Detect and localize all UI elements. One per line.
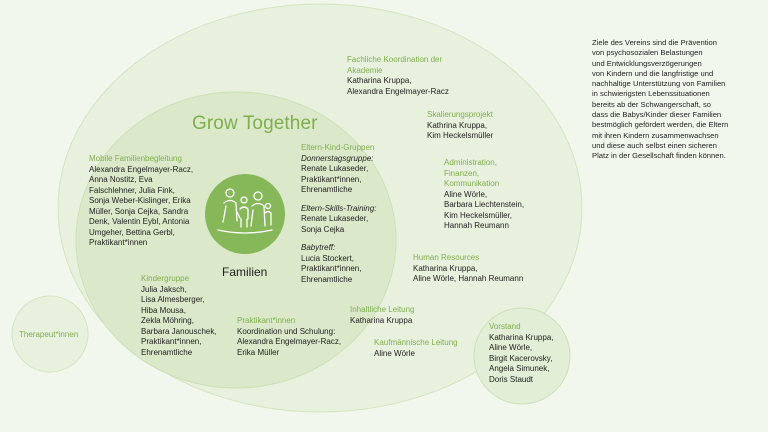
eltern-group3-title: Babytreff: [301, 243, 336, 252]
administration-names: Aline Wörle, Barbara Liechtenstein, Kim … [444, 189, 525, 231]
eltern-block: Eltern-Kind-Gruppen Donnerstagsgruppe: R… [301, 143, 376, 285]
kaufm-block: Kaufmännische Leitung Aline Wörle [374, 338, 458, 359]
eltern-heading: Eltern-Kind-Gruppen [301, 143, 375, 152]
vorstand-heading: Vorstand [489, 322, 521, 331]
vorstand-block: Vorstand Katharina Kruppa, Aline Wörle, … [489, 322, 554, 385]
eltern-group1-title: Donnerstagsgruppe: [301, 153, 374, 163]
inhaltlich-heading: Inhaltliche Leitung [350, 305, 415, 314]
inhaltlich-block: Inhaltliche Leitung Katharina Kruppa [350, 305, 415, 326]
vorstand-circle [473, 307, 571, 405]
skalierung-block: Skalierungsprojekt Kathrina Kruppa, Kim … [427, 110, 493, 142]
mobile-heading: Mobile Familienbegleitung [89, 154, 182, 163]
hr-block: Human Resources Katharina Kruppa, Aline … [413, 253, 523, 285]
hr-heading: Human Resources [413, 253, 480, 262]
praktikant-names: Koordination und Schulung: Alexandra Eng… [237, 326, 342, 357]
intro-text: Ziele des Vereins sind die Prävention vo… [592, 38, 729, 161]
eltern-group2-names: Renate Lukaseder, Sonja Cejka [301, 214, 369, 234]
therapeut-circle [11, 295, 89, 373]
akademie-block: Fachliche Koordination der Akademie Kath… [347, 55, 449, 97]
kaufm-heading: Kaufmännische Leitung [374, 338, 458, 347]
familien-circle [205, 174, 285, 254]
akademie-heading: Fachliche Koordination der Akademie [347, 55, 443, 75]
eltern-group2-title: Eltern-Skills-Training: [301, 203, 377, 213]
skalierung-heading: Skalierungsprojekt [427, 110, 493, 119]
inhaltlich-names: Katharina Kruppa [350, 315, 413, 325]
kinder-heading: Kindergruppe [141, 274, 190, 283]
familien-label: Familien [222, 265, 268, 279]
akademie-names: Katharina Kruppa, Alexandra Engelmayer-R… [347, 76, 449, 96]
eltern-group1-names: Renate Lukaseder, Praktikant*innen, Ehre… [301, 164, 369, 194]
kinder-names: Julia Jaksch, Lisa Almesberger, Hiba Mou… [141, 284, 217, 357]
administration-heading: Administration, Finanzen, Kommunikation [444, 158, 500, 188]
therapeut-heading: Therapeut*innen [19, 330, 79, 339]
page-title: Grow Together [192, 113, 318, 134]
vorstand-names: Katharina Kruppa, Aline Wörle, Birgit Ka… [489, 332, 554, 384]
eltern-group3-names: Lucia Stockert, Praktikant*innen, Ehrena… [301, 253, 362, 284]
kaufm-names: Aline Wörle [374, 348, 415, 358]
mobile-block: Mobile Familienbegleitung Alexandra Enge… [89, 154, 193, 249]
kinder-block: Kindergruppe Julia Jaksch, Lisa Almesber… [141, 274, 217, 358]
praktikant-heading: Praktikant*innen [237, 316, 296, 325]
praktikant-block: Praktikant*innen Koordination und Schulu… [237, 316, 341, 358]
family-icon [217, 188, 273, 234]
administration-block: Administration, Finanzen, Kommunikation … [444, 158, 524, 232]
mobile-names: Alexandra Engelmayer-Racz, Anna Nostitz,… [89, 164, 194, 248]
therapeut-block: Therapeut*innen [19, 330, 78, 341]
skalierung-names: Kathrina Kruppa, Kim Heckelsmüller [427, 120, 494, 141]
hr-names: Katharina Kruppa, Aline Wörle, Hannah Re… [413, 263, 524, 284]
